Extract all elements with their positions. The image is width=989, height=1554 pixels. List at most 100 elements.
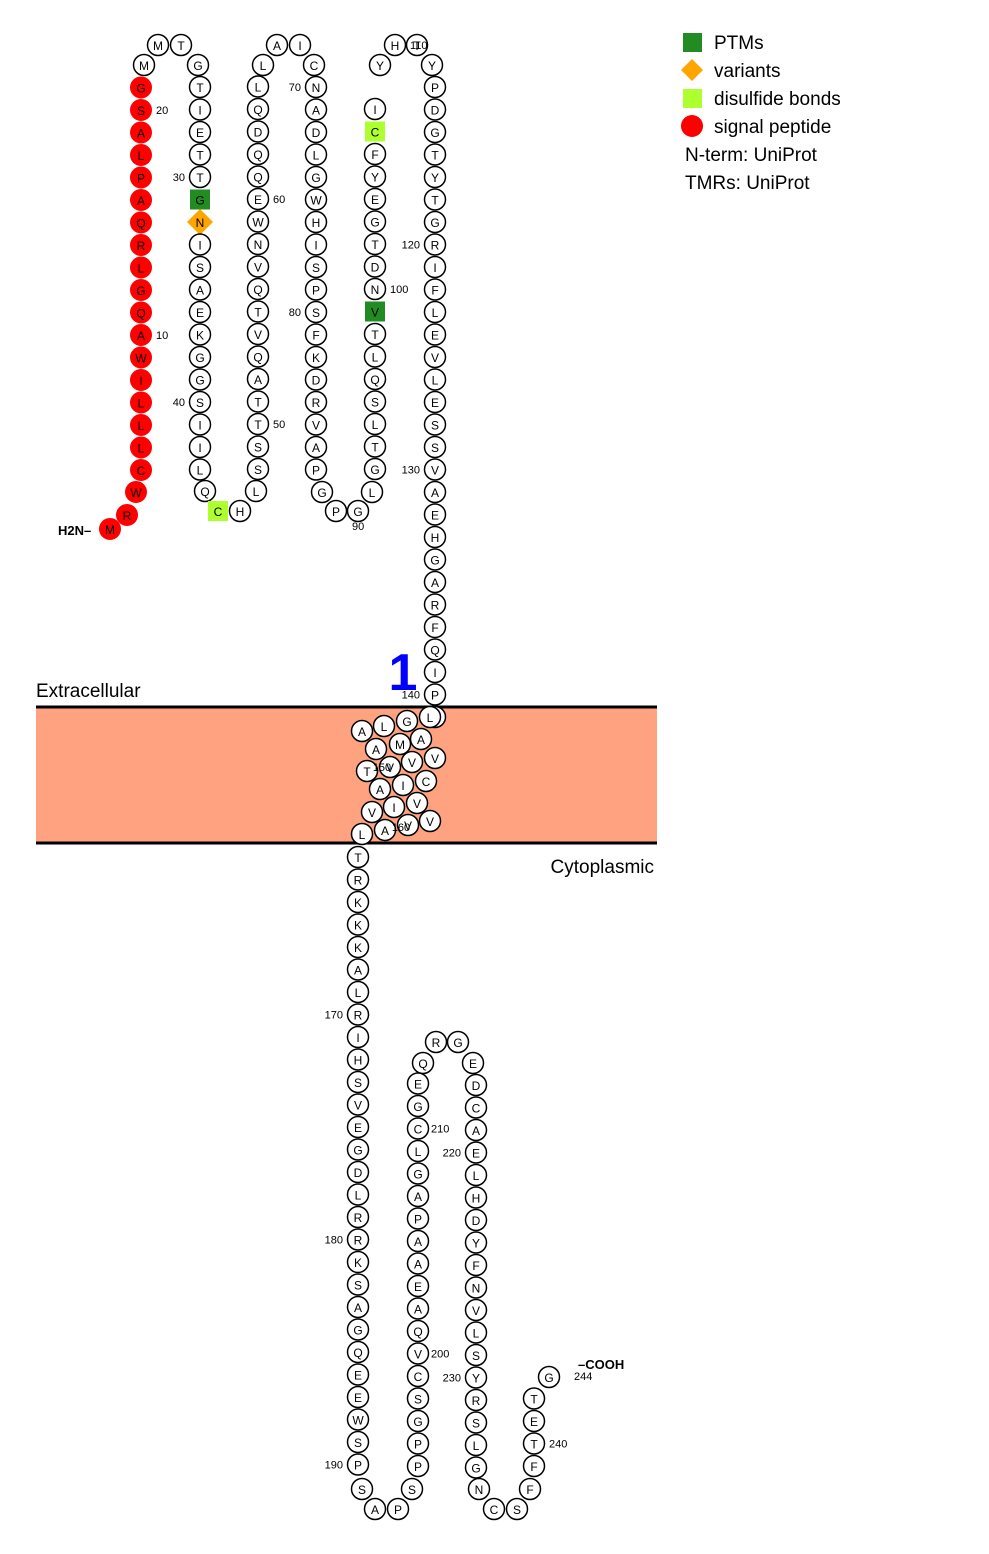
residue-193: P — [386, 1497, 410, 1521]
residue-letter: L — [369, 486, 376, 500]
signal-peptide-circle — [130, 346, 152, 369]
residue-38: G — [188, 345, 212, 369]
residue-circle — [409, 727, 433, 751]
residue-circle — [346, 1183, 370, 1206]
residue-letter: S — [513, 1503, 521, 1517]
residue-letter: D — [371, 261, 380, 275]
residue-circle — [464, 1276, 488, 1299]
residue-172: H — [346, 1048, 370, 1071]
residue-letter: C — [472, 1102, 481, 1116]
residue-circle — [304, 233, 328, 256]
residue-circle — [346, 1250, 370, 1274]
residue-72: D — [304, 120, 328, 144]
residue-letter: E — [472, 1147, 480, 1161]
residue-letter: L — [260, 59, 267, 73]
residue-letter: G — [311, 171, 320, 185]
residue-216: E — [461, 1051, 485, 1075]
residue-circle — [363, 412, 387, 436]
residue-letter: L — [255, 81, 262, 95]
residue-115: G — [423, 120, 447, 144]
residue-letter: A — [137, 194, 145, 208]
residue-circle — [304, 75, 328, 99]
residue-circle — [406, 1297, 430, 1320]
residue-circle — [423, 233, 447, 256]
residue-150: V — [378, 755, 402, 779]
residue-circle — [188, 390, 212, 414]
residue-circle — [246, 165, 270, 188]
residue-37: K — [188, 323, 212, 346]
residue-182: S — [346, 1273, 370, 1296]
residue-195: P — [406, 1454, 430, 1478]
residue-circle — [464, 1388, 488, 1412]
residue-129: S — [423, 435, 447, 459]
residue-letter: Q — [253, 351, 262, 365]
residue-letter: D — [254, 126, 263, 140]
signal-peptide-circle — [130, 391, 152, 414]
residue-49: S — [246, 435, 270, 458]
residue-letter: A — [354, 964, 362, 978]
residue-229: S — [464, 1343, 488, 1367]
residue-148: A — [364, 737, 388, 761]
residue-circle — [418, 705, 442, 729]
residue-letter: A — [414, 1235, 422, 1249]
residue-circle — [346, 935, 370, 959]
residue-circle — [464, 1141, 488, 1164]
residue-116: T — [423, 143, 447, 166]
residue-circle — [346, 1115, 370, 1139]
residue-circle — [423, 120, 447, 144]
residue-circle — [350, 822, 374, 846]
residue-167: K — [346, 935, 370, 959]
residue-circle — [363, 390, 387, 413]
residue-133: H — [423, 525, 447, 549]
residue-letter: I — [198, 104, 201, 118]
legend-tmr-source: TMRs: UniProt — [685, 173, 810, 194]
signal-peptide-circle — [130, 279, 152, 301]
residue-letter: I — [392, 801, 395, 815]
residue-85: V — [304, 413, 328, 436]
residue-letter: V — [404, 819, 412, 833]
residue-circle — [188, 98, 212, 121]
residue-letter: N — [254, 238, 263, 252]
residue-letter: C — [490, 1503, 499, 1517]
residue-letter: G — [370, 216, 379, 230]
residue-circle — [382, 795, 406, 819]
residue-letter: V — [408, 756, 416, 770]
residue-letter: Y — [431, 171, 439, 185]
residue-circle — [406, 1342, 430, 1365]
residue-letter: T — [254, 418, 262, 432]
residue-letter: S — [431, 441, 439, 455]
signal-peptide-circle — [130, 414, 152, 436]
residue-89: P — [324, 499, 348, 523]
residue-circle — [188, 345, 212, 369]
position-label: 180 — [325, 1235, 343, 1247]
residue-91: L — [360, 480, 384, 504]
residue-letter: P — [414, 1213, 422, 1227]
residue-circle — [406, 1094, 430, 1118]
residue-227: V — [464, 1298, 488, 1322]
residue-circle — [346, 1138, 370, 1161]
residue-circle — [302, 53, 326, 77]
position-label: 230 — [443, 1373, 461, 1385]
residue-circle — [246, 322, 270, 346]
residue-letter: Q — [430, 644, 439, 658]
residue-24: T — [169, 33, 193, 57]
residue-154: I — [391, 773, 415, 797]
residue-letter: L — [372, 351, 379, 365]
residue-circle — [346, 958, 370, 981]
residue-142: L — [418, 705, 442, 729]
position-label: 10 — [156, 330, 168, 342]
residue-letter: G — [195, 374, 204, 388]
residue-25: G — [186, 53, 210, 77]
residue-189: S — [346, 1430, 370, 1454]
c-terminus-label: –COOH — [578, 1357, 624, 1372]
residue-circle — [423, 300, 447, 324]
residue-circle — [464, 1343, 488, 1367]
residue-letter: N — [475, 1483, 484, 1497]
residue-219: A — [464, 1118, 488, 1142]
residue-157: I — [382, 795, 406, 819]
residue-letter: Q — [370, 373, 379, 387]
signal-peptide-circle — [130, 459, 152, 481]
residue-letter: I — [314, 239, 317, 253]
residue-circle — [518, 1477, 542, 1501]
residue-letter: T — [354, 851, 362, 865]
